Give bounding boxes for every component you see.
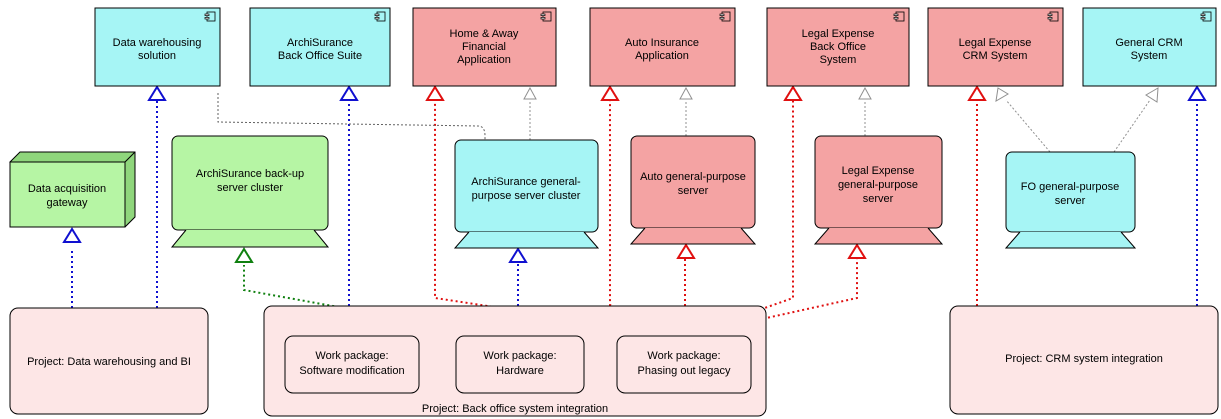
component-label-line: Data warehousing	[113, 37, 202, 49]
arrowhead-legal-crm	[967, 85, 987, 101]
device-auto-general-purpose-server[interactable]: Auto general-purpose server	[629, 135, 757, 245]
component-label-line: Financial	[462, 41, 506, 53]
work-package-label-line: Work package:	[647, 350, 720, 362]
component-label-line: Auto Insurance	[625, 37, 699, 49]
component-label-line: Application	[457, 54, 511, 66]
device-label-line: purpose server cluster	[472, 190, 581, 202]
project-back-office-integration[interactable]: Project: Back office system integration …	[263, 305, 767, 417]
device-label-line: Auto general-purpose	[640, 171, 746, 183]
device-label-line: server	[1055, 195, 1086, 207]
work-package-label-line: Phasing out legacy	[638, 365, 731, 377]
device-archisurance-backup-cluster[interactable]: ArchiSurance back-up server cluster	[170, 135, 330, 248]
device-label-line: general-purpose	[838, 179, 918, 191]
arrowhead-general-crm-gray	[1145, 87, 1159, 103]
link-dw-to-general-cluster	[217, 93, 486, 140]
application-component-general-crm[interactable]: General CRM System	[1082, 7, 1217, 87]
device-label-line: ArchiSurance general-	[471, 176, 581, 188]
component-label-line: Legal Expense	[802, 28, 875, 40]
arrowhead-backup-cluster	[234, 247, 254, 263]
device-label-line: server cluster	[217, 182, 283, 194]
application-component-legal-expense-crm[interactable]: Legal Expense CRM System	[927, 7, 1064, 87]
component-label-line: Home & Away	[450, 28, 519, 40]
component-label-line: System	[1131, 50, 1168, 62]
arrowhead-auto-server	[676, 243, 696, 259]
arrowhead-gateway	[62, 227, 82, 243]
link-fo-server-to-general-crm	[1113, 99, 1151, 153]
work-package-label-line: Hardware	[496, 365, 544, 377]
device-fo-general-purpose-server[interactable]: FO general-purpose server	[1004, 151, 1137, 249]
component-label-line: Back Office Suite	[278, 50, 362, 62]
node-label-line: Data acquisition	[28, 183, 106, 195]
arrowhead-dw-solution	[147, 85, 167, 101]
project-label: Project: CRM system integration	[1005, 353, 1163, 365]
arrowhead-home-away-gray	[523, 86, 537, 100]
project-data-warehousing-bi[interactable]: Project: Data warehousing and BI	[9, 307, 209, 415]
project-label: Project: Data warehousing and BI	[27, 356, 191, 368]
link-phasing-to-legal-server	[684, 258, 858, 337]
component-label-line: solution	[138, 50, 176, 62]
component-label-line: Legal Expense	[959, 37, 1032, 49]
component-label-line: General CRM	[1115, 37, 1182, 49]
node-label-line: gateway	[47, 197, 88, 209]
device-label-line: FO general-purpose	[1021, 181, 1119, 193]
arrowhead-auto-insurance-gray	[679, 86, 693, 100]
component-label-line: Back Office	[810, 41, 866, 53]
application-component-archisurance-bo-suite[interactable]: ArchiSurance Back Office Suite	[249, 7, 391, 87]
project-label: Project: Back office system integration	[422, 403, 608, 415]
arrowhead-legal-crm-gray	[995, 87, 1009, 102]
device-label-line: server	[863, 193, 894, 205]
device-legal-expense-server[interactable]: Legal Expense general-purpose server	[813, 135, 944, 245]
arrowhead-legal-server	[847, 243, 867, 259]
work-package-software-modification[interactable]: Work package: Software modification	[284, 335, 420, 394]
link-fo-server-to-legal-crm	[1005, 99, 1051, 153]
link-phasing-to-legal-bo	[684, 100, 794, 337]
application-component-legal-expense-bo[interactable]: Legal Expense Back Office System	[766, 7, 910, 87]
project-crm-integration[interactable]: Project: CRM system integration	[949, 305, 1219, 415]
component-label-line: CRM System	[963, 50, 1028, 62]
node-data-acquisition-gateway[interactable]: Data acquisition gateway	[9, 151, 136, 228]
arrowhead-legal-bo-gray	[858, 86, 872, 100]
arrowheads	[62, 85, 1207, 263]
work-package-label-line: Work package:	[315, 350, 388, 362]
work-package-label-line: Software modification	[299, 365, 404, 377]
application-component-home-away[interactable]: Home & Away Financial Application	[412, 7, 557, 87]
component-label-line: System	[820, 54, 857, 66]
application-component-data-warehousing[interactable]: Data warehousing solution	[94, 7, 221, 87]
arrowhead-auto-insurance	[600, 85, 620, 101]
work-package-label-line: Work package:	[483, 350, 556, 362]
arrowhead-bo-suite	[339, 85, 359, 101]
application-component-auto-insurance[interactable]: Auto Insurance Application	[589, 7, 736, 87]
arrowhead-general-crm	[1187, 85, 1207, 101]
device-label-line: server	[678, 185, 709, 197]
work-package-hardware[interactable]: Work package: Hardware	[455, 335, 585, 394]
component-label-line: ArchiSurance	[287, 37, 353, 49]
arrowhead-home-away	[425, 85, 445, 101]
device-archisurance-general-cluster[interactable]: ArchiSurance general- purpose server clu…	[453, 139, 600, 249]
link-phasing-to-auto-insurance	[609, 100, 686, 337]
component-label-line: Application	[635, 50, 689, 62]
work-package-phasing-out-legacy[interactable]: Work package: Phasing out legacy	[616, 335, 752, 394]
arrowhead-legal-bo	[783, 85, 803, 101]
connections	[71, 93, 1198, 337]
device-label-line: Legal Expense	[842, 165, 915, 177]
arrowhead-general-cluster	[508, 247, 528, 263]
device-label-line: ArchiSurance back-up	[196, 168, 304, 180]
